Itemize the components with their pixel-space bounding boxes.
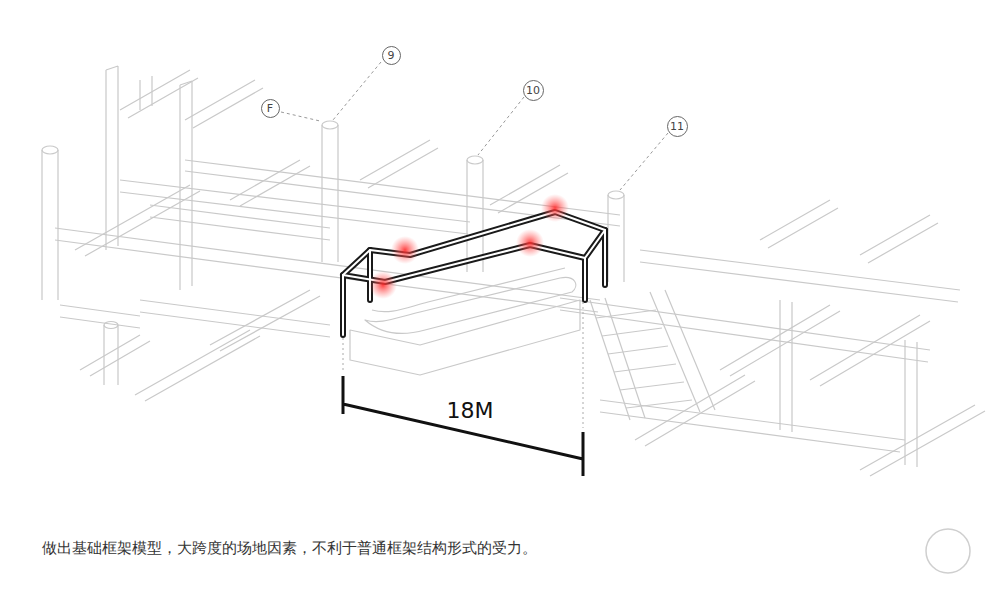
grid-bubble: 11 — [667, 116, 688, 137]
grid-bubble: F — [261, 99, 280, 118]
grid-label: 10 — [526, 85, 540, 96]
grid-label: F — [267, 103, 273, 114]
dimension-label: 18M — [444, 398, 497, 423]
grid-label: 11 — [670, 121, 684, 132]
caption: 做出基础框架模型，大跨度的场地因素，不利于普通框架结构形式的受力。 — [42, 539, 537, 558]
grid-bubble: 9 — [382, 46, 401, 65]
grid-bubble: 10 — [523, 80, 544, 101]
grid-label: 9 — [388, 50, 395, 61]
